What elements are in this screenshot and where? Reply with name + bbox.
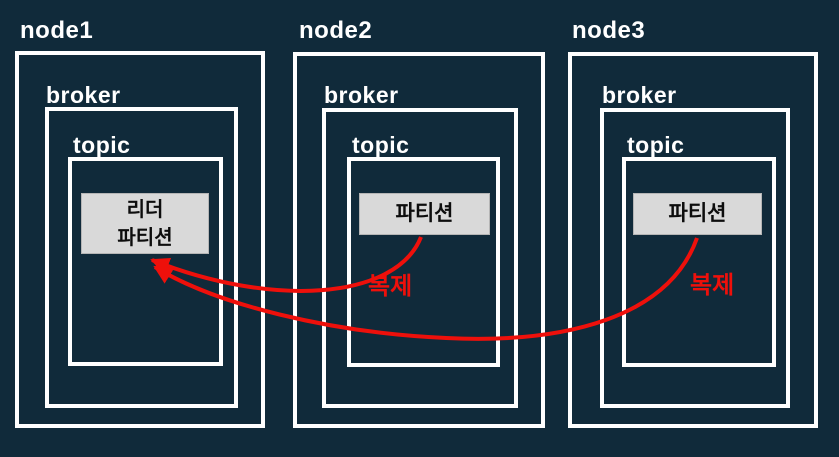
node3-partition-text: 파티션	[668, 202, 727, 225]
replication-label-node2: 복제	[368, 273, 413, 300]
node2-partition-box: 파티션	[359, 193, 490, 235]
node1-broker-label: broker	[46, 82, 121, 108]
node3-label: node3	[572, 17, 646, 44]
replication-label-node3: 복제	[690, 272, 735, 299]
node2-partition-text: 파티션	[395, 202, 454, 225]
node2-topic-label: topic	[352, 132, 410, 158]
node2-broker-label: broker	[324, 82, 399, 108]
node3-topic-label: topic	[627, 132, 685, 158]
leader-partition-line1: 리더	[126, 198, 164, 221]
node3-broker-label: broker	[602, 82, 677, 108]
node1-label: node1	[20, 17, 94, 44]
node2-label: node2	[299, 17, 373, 44]
node2-topic-box	[347, 157, 500, 367]
node3-topic-box	[622, 157, 776, 367]
leader-partition-line2: 파티션	[117, 226, 173, 249]
node3-partition-box: 파티션	[633, 193, 762, 235]
node1-topic-label: topic	[73, 132, 131, 158]
node1-topic-box	[68, 157, 223, 366]
node1-leader-partition-box: 리더 파티션	[81, 193, 209, 254]
